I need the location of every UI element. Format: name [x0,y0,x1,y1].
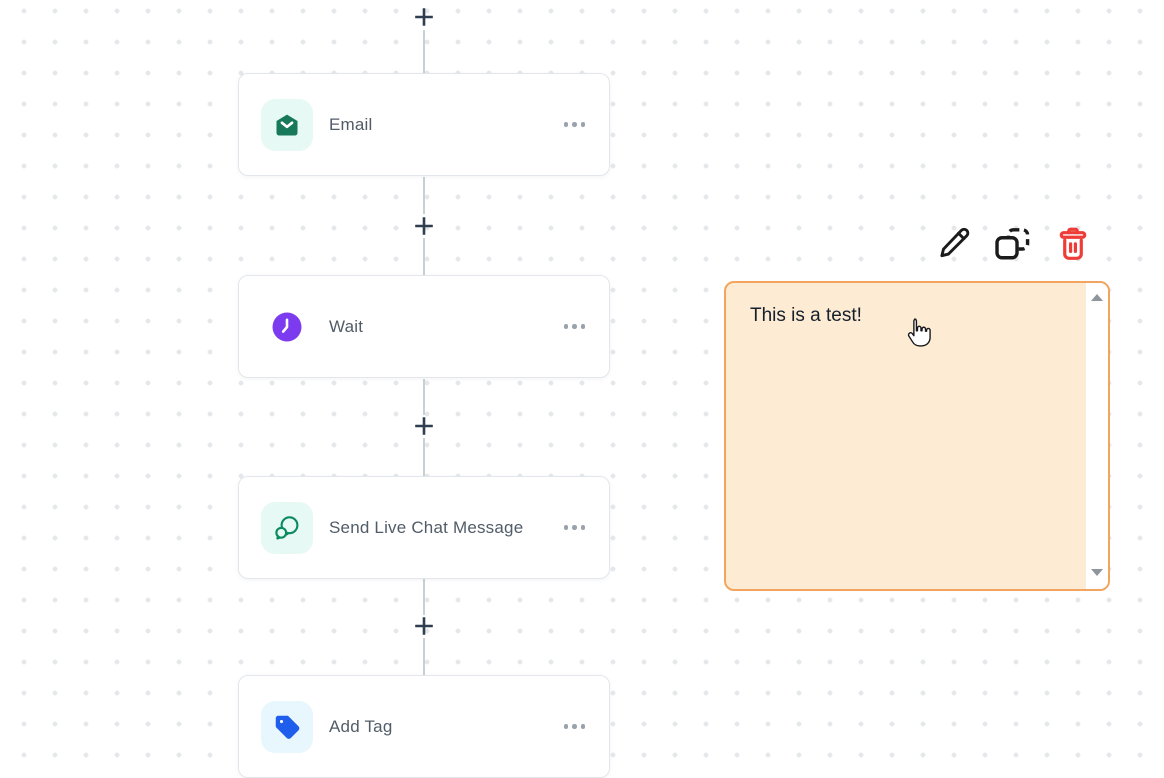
trash-icon [1059,227,1087,260]
plus-icon [415,8,433,26]
add-step-button[interactable] [412,414,436,438]
tag-icon [261,700,313,753]
email-open-icon [261,98,313,151]
add-step-button[interactable] [412,214,436,238]
connector-line [423,177,425,214]
note-sticky[interactable]: This is a test! [724,281,1110,591]
connector-line [423,238,425,275]
add-step-button[interactable] [412,614,436,638]
connector-line [423,379,425,415]
note-text: This is a test! [750,305,862,326]
node-card-add-tag[interactable]: Add Tag [238,675,610,778]
scroll-up-arrow-icon[interactable] [1091,294,1103,301]
connector-line [423,30,425,73]
duplicate-icon [995,228,1030,260]
node-card-email[interactable]: Email [238,73,610,176]
plus-icon [415,217,433,235]
more-options-icon[interactable] [562,318,588,335]
node-label: Add Tag [329,716,393,736]
node-card-wait[interactable]: Wait [238,275,610,378]
plus-icon [415,617,433,635]
connector-line [423,579,425,615]
node-card-send-live-chat[interactable]: Send Live Chat Message [238,476,610,579]
note-toolbar [936,224,1092,264]
clock-icon [261,301,313,353]
add-step-button[interactable] [412,5,436,29]
duplicate-button[interactable] [994,227,1031,260]
scroll-down-arrow-icon[interactable] [1091,569,1103,576]
note-scrollbar[interactable] [1086,283,1108,589]
plus-icon [415,417,433,435]
pencil-icon [940,227,970,258]
chat-bubbles-icon [261,501,313,554]
node-label: Email [329,114,373,134]
more-options-icon[interactable] [562,116,588,133]
connector-line [423,638,425,675]
more-options-icon[interactable] [562,519,588,536]
connector-line [423,438,425,476]
more-options-icon[interactable] [562,718,588,735]
node-label: Wait [329,316,364,336]
node-label: Send Live Chat Message [329,517,524,537]
delete-button[interactable] [1057,225,1089,262]
edit-button[interactable] [938,226,971,259]
